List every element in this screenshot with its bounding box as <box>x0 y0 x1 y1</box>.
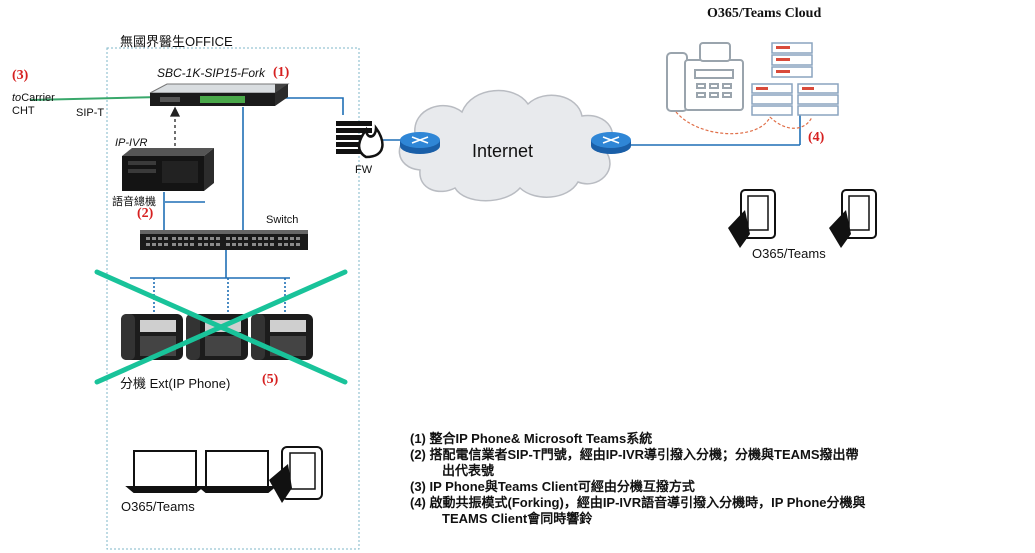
cloud-devices-label: O365/Teams <box>752 246 826 261</box>
mobile-hand-icon-cloud-1 <box>728 189 776 248</box>
note-item-3: (3) IP Phone與Teams Client可經由分機互撥方式 <box>410 479 695 494</box>
switch-icon <box>140 230 308 250</box>
phones-marker: (5) <box>262 372 279 387</box>
office-boundary <box>106 47 360 550</box>
sbc-fw-link <box>282 97 344 115</box>
internet-cloud-icon <box>398 89 614 202</box>
cloud-title: O365/Teams Cloud <box>707 6 822 21</box>
office-devices-label: O365/Teams <box>121 499 195 514</box>
router-icon-left <box>400 132 440 154</box>
internet-label: Internet <box>472 141 534 161</box>
ip-phone-icon-3 <box>251 314 313 360</box>
server-stack-icon-top <box>771 42 813 78</box>
ip-phone-icon-1 <box>121 314 183 360</box>
carrier-sip-link <box>29 96 161 101</box>
laptop-icon-2 <box>197 450 277 493</box>
firewall-icon <box>336 121 384 159</box>
sbc-label: SBC-1K-SIP15-Fork <box>157 66 266 80</box>
carrier-sub: CHT <box>12 105 35 117</box>
ivr-server-icon <box>122 148 214 191</box>
router-icon-right <box>591 132 631 154</box>
server-stack-icon-left <box>751 83 793 116</box>
office-title: 無國界醫生OFFICE <box>120 34 233 49</box>
note-item-4: (4) 啟動共振模式(Forking)，經由IP-IVR語音導引撥入分機時，IP… <box>410 495 866 510</box>
mobile-hand-icon-cloud-2 <box>829 189 877 248</box>
server-stack-icon-right <box>797 83 839 116</box>
teams-desk-phone-icon <box>666 42 744 112</box>
carrier-label: toCarrier <box>12 92 55 104</box>
note-item-1: (1) 整合IP Phone& Microsoft Teams系統 <box>410 431 653 446</box>
cross-out-mark <box>94 269 348 385</box>
note-item-4-cont: TEAMS Client會同時響鈴 <box>442 511 593 526</box>
notes-list: (1) 整合IP Phone& Microsoft Teams系統 (2) 搭配… <box>410 431 1030 527</box>
ivr-name: 語音總機 <box>112 196 156 208</box>
ivr-marker: (2) <box>137 206 154 221</box>
sip-link-label: SIP-T <box>76 107 105 119</box>
firewall-label: FW <box>355 164 373 176</box>
carrier-marker: (3) <box>12 68 29 83</box>
switch-label: Switch <box>266 214 299 226</box>
laptop-icon-1 <box>125 450 205 493</box>
mobile-hand-icon-office <box>269 446 323 503</box>
note-item-2: (2) 搭配電信業者SIP-T門號，經由IP-IVR導引撥入分機；分機與TEAM… <box>410 447 859 462</box>
forking-arcs <box>675 111 813 135</box>
carrier-prefix: to <box>12 92 22 104</box>
sbc-device-icon <box>149 83 290 106</box>
ivr-label: IP-IVR <box>115 137 148 149</box>
note-item-2-cont: 出代表號 <box>442 463 495 478</box>
sbc-marker: (1) <box>273 65 290 80</box>
phones-label: 分機 Ext(IP Phone) <box>120 376 231 391</box>
cloud-marker: (4) <box>808 130 825 145</box>
carrier-name: Carrier <box>21 92 55 104</box>
network-links <box>29 96 801 315</box>
